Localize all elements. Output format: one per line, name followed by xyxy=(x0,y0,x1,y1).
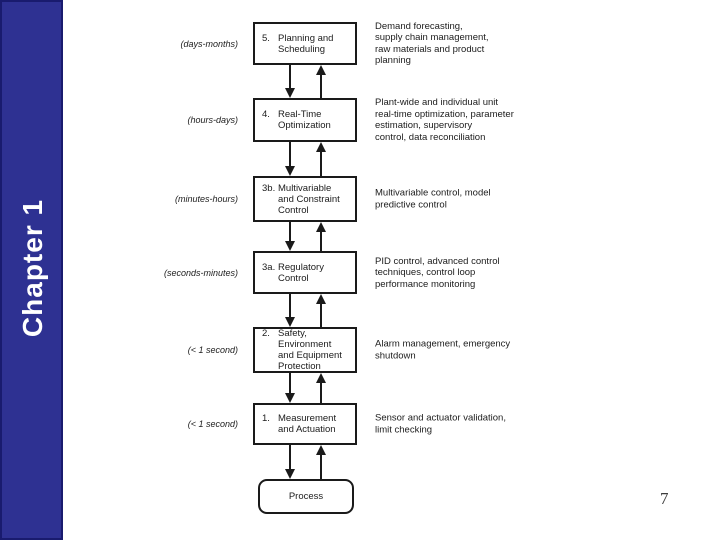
level-box-1: 1. Measurement and Actuation xyxy=(253,403,357,445)
level-box-2: 2. Safety, Environment and Equipment Pro… xyxy=(253,327,357,373)
up-arrow xyxy=(316,65,326,98)
level-number: 4. xyxy=(262,109,270,120)
time-scale-label: (minutes-hours) xyxy=(174,194,238,204)
page-number: 7 xyxy=(660,489,669,508)
time-scale-label: (hours-days) xyxy=(187,115,238,125)
up-arrow xyxy=(316,373,326,403)
down-arrow xyxy=(285,445,295,479)
level-title: Multivariable and Constraint Control xyxy=(278,182,340,216)
annotation-text: Sensor and actuator validation, limit ch… xyxy=(375,412,506,436)
level-box-3a: 3a. Regulatory Control xyxy=(253,251,357,294)
level-box-3b: 3b. Multivariable and Constraint Control xyxy=(253,176,357,222)
level-row-2: (< 1 second) 2. Safety, Environment and … xyxy=(0,327,720,373)
down-arrow xyxy=(285,65,295,98)
level-number: 1. xyxy=(262,413,270,424)
annotation-text: PID control, advanced control techniques… xyxy=(375,255,500,290)
level-box-4: 4. Real-Time Optimization xyxy=(253,98,357,142)
down-arrow xyxy=(285,373,295,403)
level-row-3a: (seconds-minutes) 3a. Regulatory Control… xyxy=(0,251,720,294)
level-row-5: (days-months) 5. Planning and Scheduling… xyxy=(0,20,720,67)
chapter-sidebar: Chapter 1 xyxy=(0,0,63,540)
level-title: Safety, Environment and Equipment Protec… xyxy=(278,328,342,372)
down-arrow xyxy=(285,294,295,327)
process-box: Process xyxy=(258,479,354,514)
level-number: 3a. xyxy=(262,261,276,273)
annotation-text: Multivariable control, model predictive … xyxy=(375,187,491,211)
up-arrow xyxy=(316,294,326,327)
level-title: Measurement and Actuation xyxy=(278,413,337,435)
time-scale-label: (< 1 second) xyxy=(187,345,238,355)
time-scale-label: (seconds-minutes) xyxy=(163,267,238,278)
level-row-4: (hours-days) 4. Real-Time Optimization P… xyxy=(0,97,720,143)
level-number: 3b. xyxy=(262,182,276,194)
level-box-5: 5. Planning and Scheduling xyxy=(253,22,357,65)
process-label: Process xyxy=(288,491,324,502)
level-row-1: (< 1 second) 1. Measurement and Actuatio… xyxy=(0,403,720,445)
time-scale-label: (days-months) xyxy=(180,38,238,49)
level-title: Real-Time Optimization xyxy=(278,109,331,131)
level-number: 5. xyxy=(262,32,270,44)
level-number: 2. xyxy=(262,328,270,339)
level-title: Planning and Scheduling xyxy=(278,32,334,55)
annotation-text: Alarm management, emergency shutdown xyxy=(375,338,511,362)
down-arrow xyxy=(285,222,295,251)
level-row-3b: (minutes-hours) 3b. Multivariable and Co… xyxy=(0,176,720,222)
up-arrow xyxy=(316,222,326,251)
up-arrow xyxy=(316,445,326,479)
annotation-text: Demand forecasting, supply chain managem… xyxy=(375,20,489,67)
annotation-text: Plant-wide and individual unit real-time… xyxy=(375,97,514,143)
level-title: Regulatory Control xyxy=(278,261,324,284)
up-arrow xyxy=(316,142,326,176)
down-arrow xyxy=(285,142,295,176)
time-scale-label: (< 1 second) xyxy=(187,419,238,429)
